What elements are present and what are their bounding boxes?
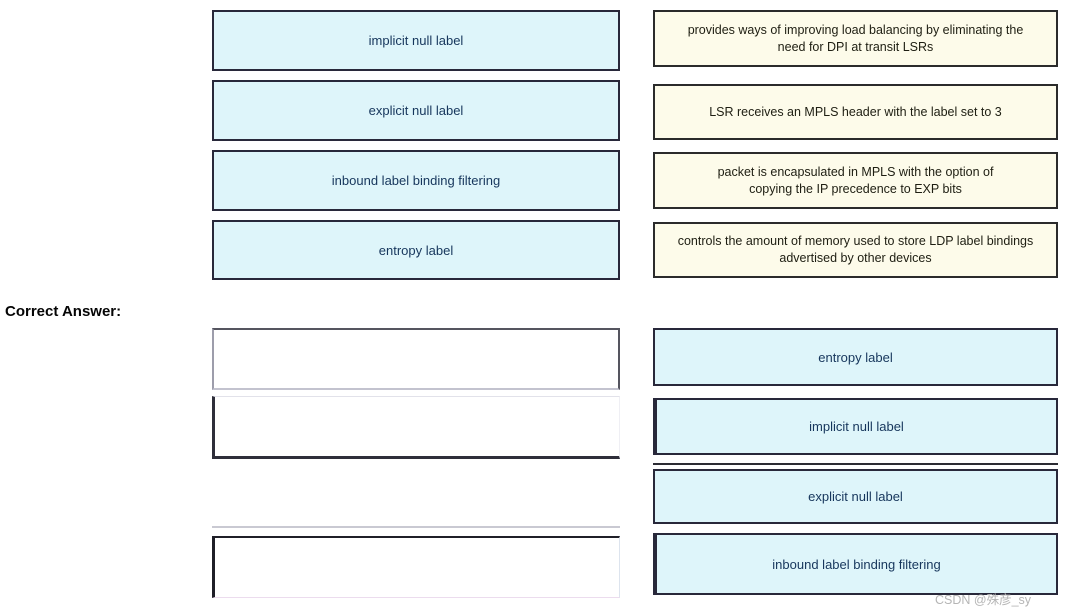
definition-text: advertised by other devices [779,251,932,265]
divider-line [653,463,1058,465]
answer-entropy-label[interactable]: entropy label [653,328,1058,386]
definition-text: provides ways of improving load balancin… [687,22,1024,37]
answer-label: entropy label [818,349,893,365]
answer-slot-2[interactable] [212,396,620,459]
answer-slot-3[interactable] [212,466,620,528]
definition-text: controls the amount of memory used to st… [677,234,1034,249]
answer-slot-1[interactable] [212,328,620,390]
definition-text: packet is encapsulated in MPLS with the … [717,164,994,179]
definition-text: LSR receives an MPLS header with the lab… [709,104,1002,119]
term-label: entropy label [378,242,454,258]
term-label: implicit null label [368,33,464,48]
term-explicit-null-label[interactable]: explicit null label [212,80,620,141]
definition-ip-precedence-exp: packet is encapsulated in MPLS with the … [653,152,1058,209]
term-label: inbound label binding filtering [331,173,501,188]
definition-ldp-label-bindings: controls the amount of memory used to st… [653,222,1058,278]
answer-slot-4[interactable] [212,536,620,598]
answer-label: inbound label binding filtering [772,556,941,572]
term-inbound-label-binding-filtering[interactable]: inbound label binding filtering [212,150,620,211]
answer-label: implicit null label [809,419,904,434]
term-entropy-label[interactable]: entropy label [212,220,620,280]
answer-label: explicit null label [808,489,903,504]
answer-explicit-null-label[interactable]: explicit null label [653,469,1058,524]
definition-text: copying the IP precedence to EXP bits [749,181,962,196]
term-implicit-null-label[interactable]: implicit null label [212,10,620,71]
definition-label-set-to-3: LSR receives an MPLS header with the lab… [653,84,1058,140]
term-label: explicit null label [368,103,464,118]
watermark-text: CSDN @殊彦_sy [935,593,1032,607]
definition-load-balancing: provides ways of improving load balancin… [653,10,1058,67]
definition-text: need for DPI at transit LSRs [777,39,934,54]
answer-inbound-label-binding-filtering[interactable]: inbound label binding filtering [653,533,1058,595]
answer-implicit-null-label[interactable]: implicit null label [653,398,1058,455]
correct-answer-heading: Correct Answer: [5,303,122,320]
